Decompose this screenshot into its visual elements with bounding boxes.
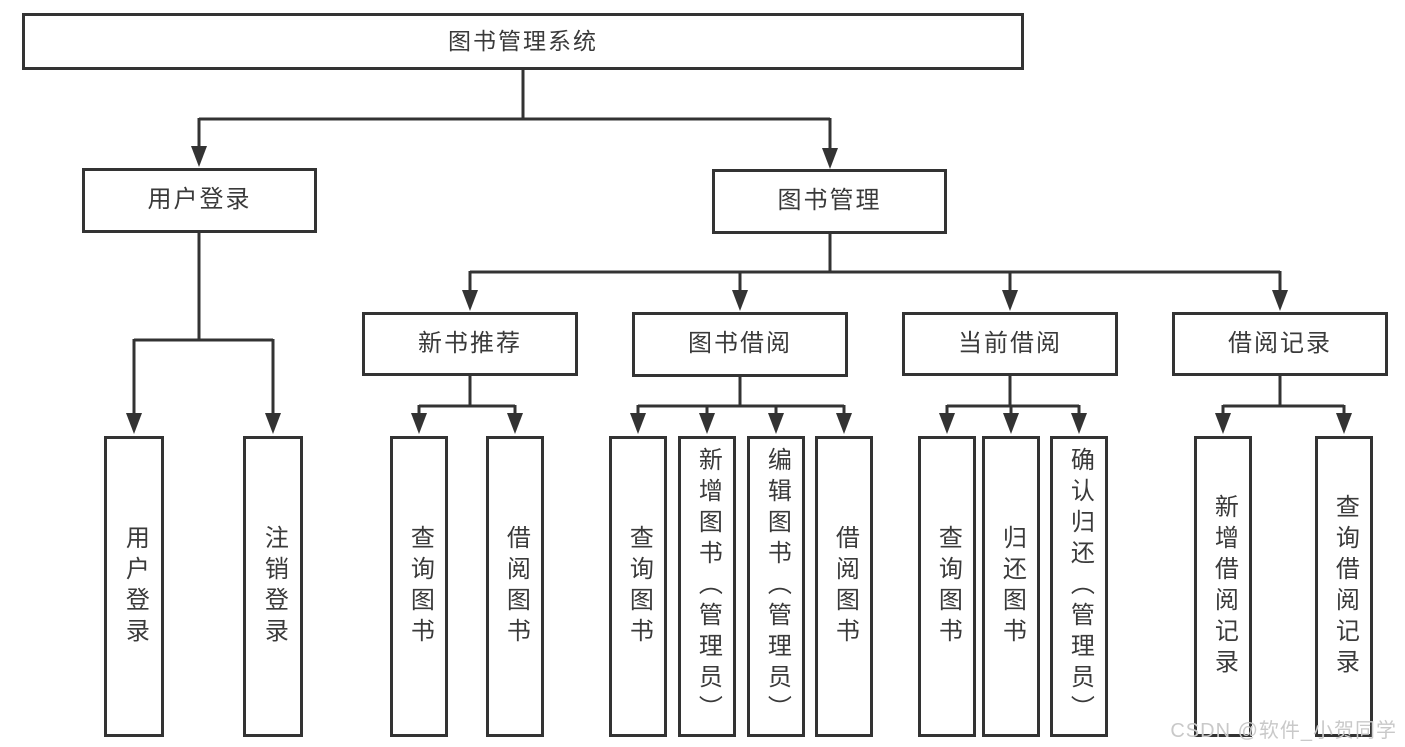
node-leaf-logout-label: 注销登录	[260, 524, 288, 649]
node-leaf-borrow-books-label: 借阅图书	[831, 524, 859, 649]
node-leaf-confirm-return-admin: 确认归还（管理员）	[1050, 436, 1108, 737]
node-current-borrow-label: 当前借阅	[958, 329, 1062, 357]
node-leaf-user-login: 用户登录	[104, 436, 164, 737]
node-leaf-recommend-borrow-books-label: 借阅图书	[502, 524, 530, 649]
node-leaf-return-books-label: 归还图书	[998, 524, 1026, 649]
node-borrow-records: 借阅记录	[1172, 312, 1388, 376]
node-new-book-recommend-label: 新书推荐	[418, 329, 522, 357]
node-root-system-label: 图书管理系统	[448, 27, 598, 54]
node-leaf-confirm-return-admin-label: 确认归还（管理员）	[1066, 447, 1094, 726]
node-user-login: 用户登录	[82, 168, 317, 233]
node-root-system: 图书管理系统	[22, 13, 1024, 70]
node-book-borrow: 图书借阅	[632, 312, 848, 377]
node-current-borrow: 当前借阅	[902, 312, 1118, 376]
node-book-management: 图书管理	[712, 169, 947, 234]
node-leaf-add-borrow-record-label: 新增借阅记录	[1210, 493, 1238, 680]
node-leaf-add-borrow-record: 新增借阅记录	[1194, 436, 1252, 737]
node-leaf-recommend-query-books: 查询图书	[390, 436, 448, 737]
node-leaf-recommend-borrow-books: 借阅图书	[486, 436, 544, 737]
node-leaf-current-query-books-label: 查询图书	[934, 524, 962, 649]
node-leaf-query-borrow-record-label: 查询借阅记录	[1331, 493, 1359, 680]
node-leaf-logout: 注销登录	[243, 436, 303, 737]
node-leaf-query-borrow-record: 查询借阅记录	[1315, 436, 1373, 737]
node-leaf-user-login-label: 用户登录	[121, 524, 149, 649]
node-leaf-add-books-admin: 新增图书（管理员）	[678, 436, 736, 737]
node-leaf-borrow-query-books-label: 查询图书	[625, 524, 653, 649]
node-book-borrow-label: 图书借阅	[688, 330, 792, 358]
node-leaf-borrow-query-books: 查询图书	[609, 436, 667, 737]
csdn-watermark: CSDN @软件_小贺同学	[1170, 720, 1397, 742]
node-leaf-borrow-books: 借阅图书	[815, 436, 873, 737]
node-leaf-edit-books-admin-label: 编辑图书（管理员）	[763, 447, 791, 726]
node-leaf-return-books: 归还图书	[982, 436, 1040, 737]
node-leaf-recommend-query-books-label: 查询图书	[406, 524, 434, 649]
node-book-management-label: 图书管理	[777, 187, 882, 215]
node-new-book-recommend: 新书推荐	[362, 312, 578, 376]
node-leaf-edit-books-admin: 编辑图书（管理员）	[747, 436, 805, 737]
node-user-login-label: 用户登录	[147, 186, 252, 214]
node-borrow-records-label: 借阅记录	[1228, 329, 1332, 357]
node-leaf-current-query-books: 查询图书	[918, 436, 976, 737]
node-leaf-add-books-admin-label: 新增图书（管理员）	[694, 447, 722, 726]
